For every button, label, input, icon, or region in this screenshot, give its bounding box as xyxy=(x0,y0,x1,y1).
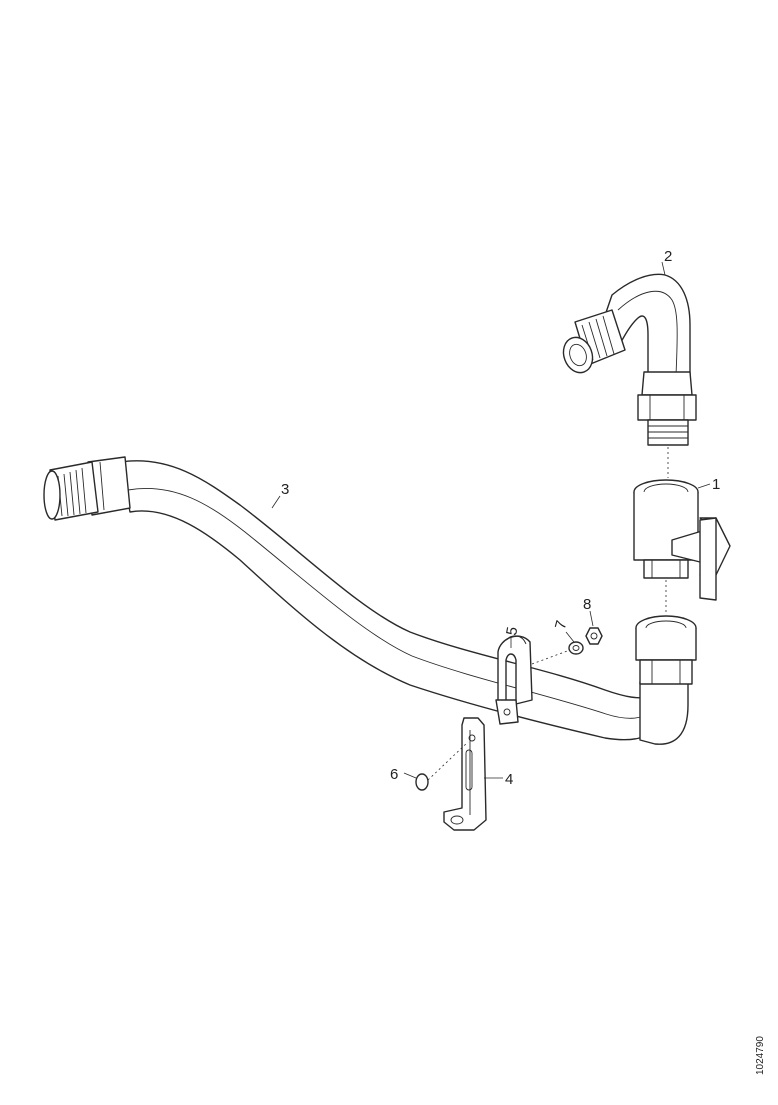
callout-6: 6 xyxy=(390,766,398,783)
leader-lines xyxy=(271,261,711,779)
part-1-valve xyxy=(633,479,731,601)
callout-8: 8 xyxy=(583,596,591,613)
callout-5: 5 xyxy=(503,625,521,636)
part-3-coupling-nut xyxy=(635,615,697,685)
callout-7: 7 xyxy=(552,619,571,631)
part-3-hose-end-fitting xyxy=(43,456,131,521)
document-number: 1024790 xyxy=(755,1036,766,1075)
part-6-bolt xyxy=(415,741,469,791)
callout-4: 4 xyxy=(505,771,513,788)
part-3-hose xyxy=(119,460,689,745)
callout-1: 1 xyxy=(712,476,720,493)
part-4-bracket xyxy=(443,717,487,831)
part-2-elbow-hose xyxy=(562,273,697,446)
callout-3: 3 xyxy=(281,481,289,498)
part-8-nut xyxy=(585,627,603,645)
callout-2: 2 xyxy=(664,248,672,265)
part-5-clamp xyxy=(495,635,533,725)
part-7-washer xyxy=(531,641,584,665)
